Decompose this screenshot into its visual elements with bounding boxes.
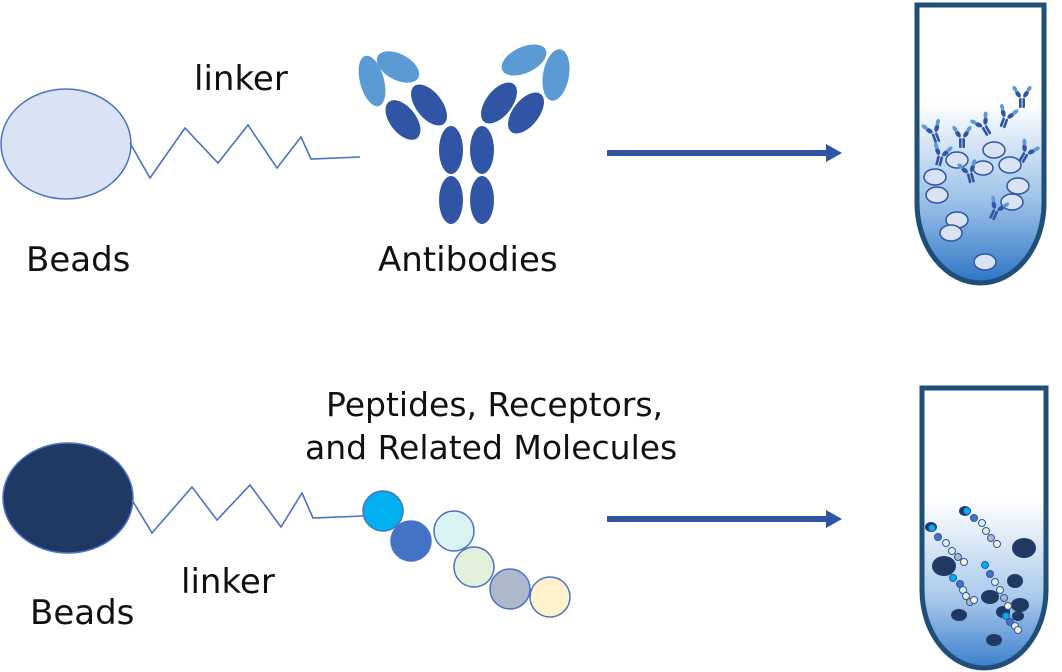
bottom-tube [919,385,1049,671]
antibodies-label: Antibodies [378,240,558,280]
peptide-chain-icon [362,490,571,618]
top-tube [914,2,1047,286]
top-arrow [607,144,842,162]
top-linker [129,123,361,180]
bottom-linker-label: linker [181,562,275,602]
antibody-icon [358,44,570,224]
bottom-bead [2,442,134,554]
top-bead [0,88,132,200]
peptides-label-line2: and Related Molecules [305,428,678,467]
bottom-linker [131,483,364,535]
bottom-arrow [607,510,842,528]
top-linker-label: linker [194,59,288,99]
bottom-beads-label: Beads [30,593,135,633]
top-beads-label: Beads [26,240,131,280]
peptides-label-line1: Peptides, Receptors, [326,385,664,424]
